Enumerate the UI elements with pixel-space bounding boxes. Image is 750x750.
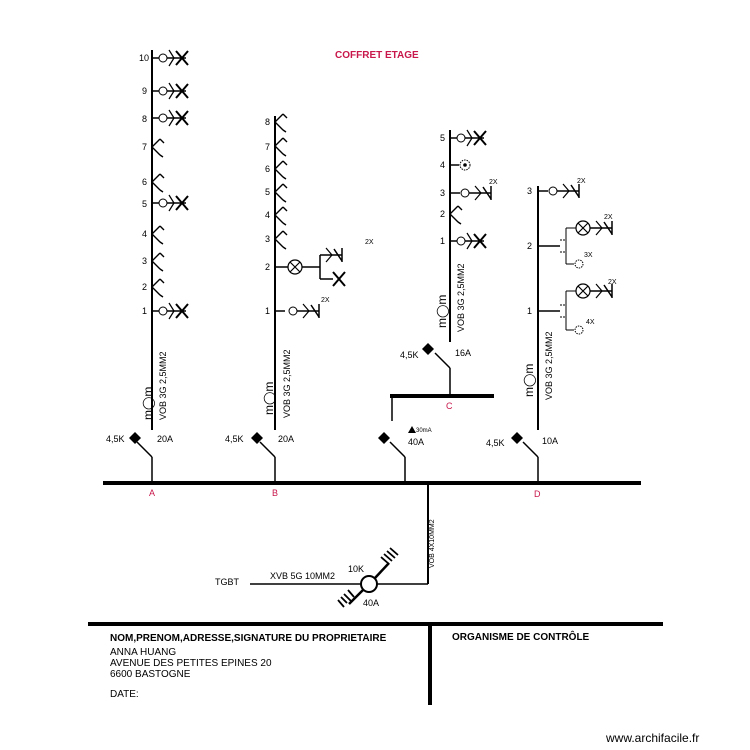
circuit-d-ground-icon: m◯m	[522, 364, 536, 397]
circuit-b-point-4: 4	[265, 210, 270, 220]
circuit-b-point-2: 2	[265, 262, 270, 272]
circuit-a-rating: 20A	[157, 434, 173, 444]
circuit-c: 40A 30mA C 4,5K 16A VOB 3G 2,5MM2 m◯m 5 …	[378, 129, 498, 483]
circuit-b-point-3: 3	[265, 234, 270, 244]
circuit-d-lamp-icon-1	[575, 220, 591, 236]
circuit-a-point-1: 1	[142, 306, 147, 316]
circuit-c-point-4: 4	[440, 160, 445, 170]
circuit-d-lamp-icon-2	[575, 283, 591, 299]
circuit-c-point-1: 1	[440, 236, 445, 246]
riser-cable-label: VOB 4X10MM2	[429, 519, 436, 568]
circuit-c-point-3: 3	[440, 188, 445, 198]
circuit-c-sub-breaking-capacity: 4,5K	[400, 350, 419, 360]
circuit-a-point-10: 10	[139, 53, 149, 63]
circuit-b-point-7: 7	[265, 142, 270, 152]
supply-breaking-capacity: 10K	[348, 564, 364, 574]
circuit-a-ground-icon: m◯m	[141, 387, 155, 420]
main-breaker-icon	[360, 575, 378, 593]
circuit-a-point-2: 2	[142, 282, 147, 292]
circuit-a-cable: VOB 3G 2,5MM2	[158, 351, 168, 420]
date-label: DATE:	[110, 689, 139, 700]
circuit-d-multiplier-3x: 3X	[584, 252, 593, 259]
circuit-d-point-1: 1	[527, 306, 532, 316]
circuit-a-point-9: 9	[142, 86, 147, 96]
circuit-c-cable: VOB 3G 2,5MM2	[456, 263, 466, 332]
circuit-d-multiplier-4x: 4X	[586, 319, 595, 326]
circuit-a-point-5: 5	[142, 199, 147, 209]
circuit-a-point-3: 3	[142, 256, 147, 266]
circuit-b-point-1: 1	[265, 306, 270, 316]
circuit-b-lamp-icon	[287, 259, 303, 275]
circuit-a-label: A	[149, 488, 155, 498]
circuit-a-point-4: 4	[142, 229, 147, 239]
circuit-d-point-3: 3	[527, 186, 532, 196]
circuit-c-point-5: 5	[440, 133, 445, 143]
circuit-b-point-8: 8	[265, 117, 270, 127]
page-title: COFFRET ETAGE	[335, 50, 419, 61]
circuit-d: 4,5K 10A D VOB 3G 2,5MM2 m◯m 3 2X 2 2X 3…	[486, 178, 617, 499]
circuit-b-point-5: 5	[265, 187, 270, 197]
circuit-c-label: C	[446, 401, 453, 411]
control-heading: ORGANISME DE CONTRÔLE	[452, 630, 590, 643]
circuit-d-label: D	[534, 489, 541, 499]
circuit-d-multiplier-2a: 2X	[604, 214, 613, 221]
owner-address-line1: AVENUE DES PETITES EPINES 20	[110, 658, 272, 669]
circuit-a: 4,5K 20A A VOB 3G 2,5MM2 m◯m 10 9 8 7 6 …	[106, 49, 189, 498]
circuit-b-cable: VOB 3G 2,5MM2	[282, 349, 292, 418]
circuit-a-point-7: 7	[142, 142, 147, 152]
differential-icon	[408, 426, 416, 433]
circuit-c-ground-icon: m◯m	[435, 295, 449, 328]
circuit-b-point-6: 6	[265, 164, 270, 174]
circuit-d-point-2: 2	[527, 241, 532, 251]
circuit-d-multiplier-3: 2X	[577, 178, 586, 185]
circuit-c-differential: 30mA	[416, 428, 432, 434]
supply-rating: 40A	[363, 598, 379, 608]
owner-heading: NOM,PRENOM,ADRESSE,SIGNATURE DU PROPRIET…	[110, 633, 387, 644]
circuit-c-point-2: 2	[440, 209, 445, 219]
supply-feed: TGBT XVB 5G 10MM2 10K 40A VOB 4X10MM2	[215, 485, 436, 608]
supply-cable-label: XVB 5G 10MM2	[270, 571, 335, 581]
circuit-b-label: B	[272, 488, 278, 498]
owner-name: ANNA HUANG	[110, 647, 176, 658]
circuit-b: 4,5K 20A B VOB 3G 2,5MM2 m◯m 8 7 6 5 4 3…	[225, 113, 374, 498]
circuit-a-point-6: 6	[142, 177, 147, 187]
circuit-a-point-8: 8	[142, 114, 147, 124]
circuit-d-multiplier-2b: 2X	[608, 279, 617, 286]
watermark: www.archifacile.fr	[605, 731, 699, 745]
circuit-d-rating: 10A	[542, 436, 558, 446]
circuit-d-breaking-capacity: 4,5K	[486, 438, 505, 448]
circuit-c-multiplier-3: 2X	[489, 179, 498, 186]
circuit-b-ground-icon: m◯m	[262, 382, 276, 415]
circuit-b-multiplier-2: 2X	[365, 239, 374, 246]
circuit-b-rating: 20A	[278, 434, 294, 444]
circuit-b-breaking-capacity: 4,5K	[225, 434, 244, 444]
owner-address-line2: 6600 BASTOGNE	[110, 669, 191, 680]
circuit-a-breaking-capacity: 4,5K	[106, 434, 125, 444]
circuit-c-sub-rating: 16A	[455, 348, 471, 358]
title-block: NOM,PRENOM,ADRESSE,SIGNATURE DU PROPRIET…	[88, 622, 663, 705]
circuit-d-cable: VOB 3G 2,5MM2	[544, 331, 554, 400]
circuit-b-multiplier-1: 2X	[321, 297, 330, 304]
circuit-c-main-rating: 40A	[408, 437, 424, 447]
supply-source-label: TGBT	[215, 577, 240, 587]
